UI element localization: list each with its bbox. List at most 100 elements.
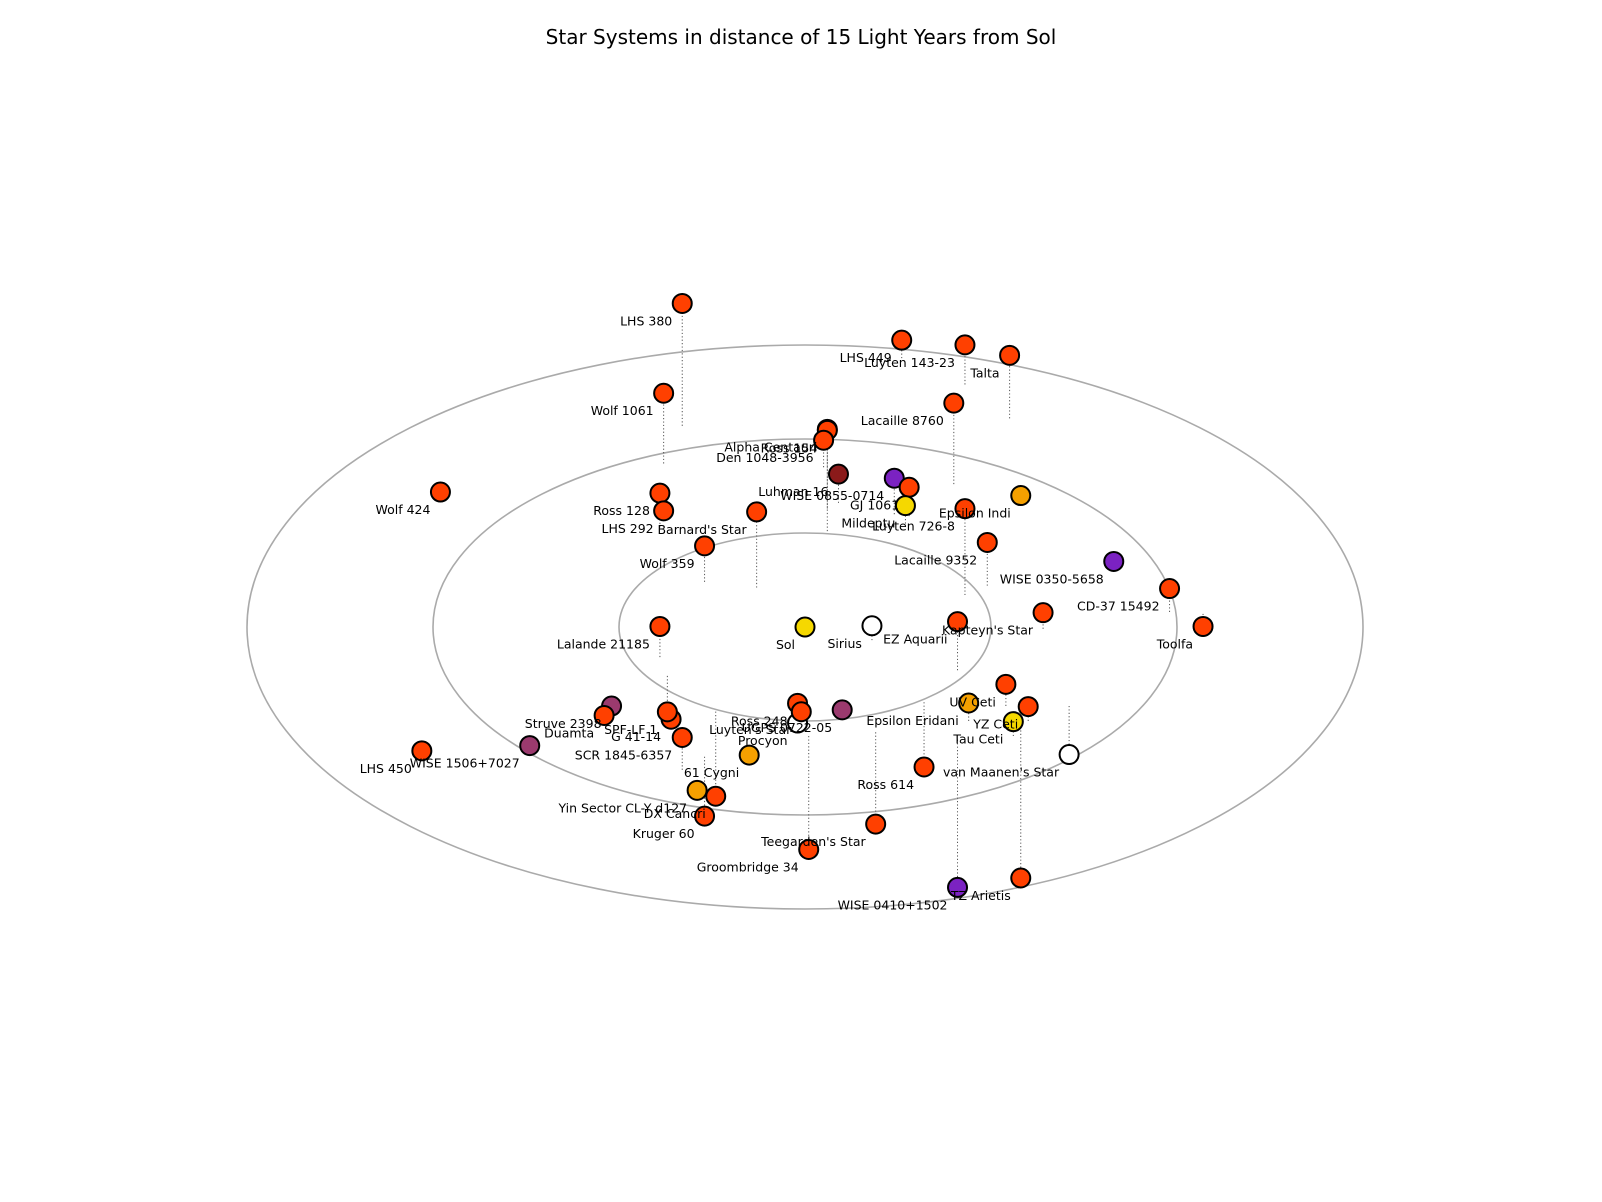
- star-ross-614: [913, 756, 935, 778]
- star-wolf-424: [429, 481, 451, 503]
- label-groombridge-34: Groombridge 34: [697, 859, 799, 874]
- star-groombridge-34: [798, 838, 820, 860]
- label-wise-0855-0714: WISE 0855-0714: [780, 488, 884, 503]
- star-wolf-359: [694, 535, 716, 557]
- label-ross-128: Ross 128: [593, 503, 650, 518]
- star-spf-lf-1: [656, 701, 678, 723]
- star-wise-0410-1502: [947, 876, 969, 898]
- star-talta: [999, 344, 1021, 366]
- label-g-41-14: G 41-14: [611, 729, 661, 744]
- star-duamta: [593, 704, 615, 726]
- star-luyten-143-23: [954, 334, 976, 356]
- label-den-1048-3956: Den 1048-3956: [716, 450, 813, 465]
- height-stems: [421, 303, 1204, 888]
- star-kapteyn-s-star: [1032, 602, 1054, 624]
- star-yz-ceti: [1017, 696, 1039, 718]
- label-van-maanen-s-star: van Maanen's Star: [943, 765, 1060, 780]
- star-barnard-s-star: [746, 501, 768, 523]
- star-lalande-21185: [649, 615, 671, 637]
- label-yz-ceti: YZ Ceti: [972, 717, 1018, 732]
- label-tau-ceti: Tau Ceti: [952, 732, 1003, 747]
- label-epsilon-eridani: Epsilon Eridani: [866, 713, 958, 728]
- star-epsilon-eridani: [958, 692, 980, 714]
- label-uv-ceti: UV Ceti: [949, 694, 995, 709]
- label-luyten-s-star: Luyten's Star: [709, 722, 792, 737]
- label-lacaille-8760: Lacaille 8760: [861, 413, 944, 428]
- label-lalande-21185: Lalande 21185: [557, 636, 650, 651]
- star-wise-1506-7027: [519, 735, 541, 757]
- star-uv-ceti: [995, 673, 1017, 695]
- star-mildeptu: [894, 495, 916, 517]
- star-61-cygni: [738, 744, 760, 766]
- label-scr-1845-6357: SCR 1845-6357: [575, 747, 672, 762]
- star-lacaille-8760: [943, 392, 965, 414]
- label-61-cygni: 61 Cygni: [684, 765, 739, 780]
- label-ross-248: Ross 248: [731, 713, 788, 728]
- label-kapteyn-s-star: Kapteyn's Star: [942, 623, 1034, 638]
- star-van-maanen-s-star: [1058, 744, 1080, 766]
- star-wise-0350-5658: [1103, 550, 1125, 572]
- label-dx-cancri: DX Cancri: [644, 806, 706, 821]
- label-toolfa: Toolfa: [1156, 636, 1193, 651]
- star-lhs-380: [671, 292, 693, 314]
- star-cd-37-15492: [1159, 578, 1181, 600]
- star-tau-ceti: [1002, 711, 1024, 733]
- label-struve-2398: Struve 2398: [525, 716, 602, 731]
- label-lhs-292: LHS 292: [601, 521, 653, 536]
- star-den-1048-3956: [813, 429, 835, 451]
- star-ross-128: [649, 482, 671, 504]
- star-luyten-s-star: [790, 701, 812, 723]
- label-wolf-1061: Wolf 1061: [591, 403, 654, 418]
- label-cd-37-15492: CD-37 15492: [1077, 599, 1160, 614]
- label-wolf-424: Wolf 424: [375, 502, 430, 517]
- label-wolf-359: Wolf 359: [640, 556, 695, 571]
- label-lhs-449: LHS 449: [840, 350, 892, 365]
- label-mildeptu: Mildeptu: [841, 516, 895, 531]
- label-teegarden-s-star: Teegarden's Star: [760, 834, 866, 849]
- star-markers: [411, 292, 1214, 898]
- label-lhs-450: LHS 450: [360, 761, 412, 776]
- star-teegarden-s-star: [865, 813, 887, 835]
- label-lacaille-9352: Lacaille 9352: [894, 552, 977, 567]
- label-procyon: Procyon: [738, 733, 788, 748]
- ring-10-ly: [432, 438, 1178, 816]
- label-sol: Sol: [776, 637, 795, 652]
- label-gj-1061: GJ 1061: [850, 497, 899, 512]
- label-barnard-s-star: Barnard's Star: [657, 522, 747, 537]
- label-ross-614: Ross 614: [857, 777, 914, 792]
- star-lacaille-9352: [976, 531, 998, 553]
- label-tz-arietis: TZ Arietis: [950, 888, 1011, 903]
- label-wise-0410-1502: WISE 0410+1502: [838, 897, 948, 912]
- star-lhs-449: [891, 329, 913, 351]
- label-ez-aquarii: EZ Aquarii: [883, 632, 947, 647]
- label-yin-sector-cl-y-d127: Yin Sector CL-Y d127: [557, 800, 687, 815]
- label-epsilon-indi: Epsilon Indi: [939, 506, 1011, 521]
- star-ez-aquarii: [947, 611, 969, 633]
- label-sirius: Sirius: [827, 636, 861, 651]
- star-luhman-16: [827, 463, 849, 485]
- star-gj-1061: [898, 476, 920, 498]
- label-ross-154: Ross 154: [761, 440, 818, 455]
- star-sol: [794, 616, 816, 638]
- label-wise-0350-5658: WISE 0350-5658: [1000, 571, 1104, 586]
- star-luyten-726-8: [954, 498, 976, 520]
- label-duamta: Duamta: [544, 725, 594, 740]
- ring-15-ly: [246, 344, 1364, 910]
- star-dx-cancri: [705, 785, 727, 807]
- label-alpha-centauri: Alpha Centauri: [724, 439, 817, 454]
- star-yin-sector-cl-y-d127: [686, 779, 708, 801]
- star-epsilon-indi: [1010, 485, 1032, 507]
- star-sirius: [861, 615, 883, 637]
- star-ugps-0722-05: [831, 699, 853, 721]
- label-talta: Talta: [969, 365, 999, 380]
- label-luyten-143-23: Luyten 143-23: [864, 355, 955, 370]
- star-wolf-1061: [653, 382, 675, 404]
- label-wise-1506-7027: WISE 1506+7027: [410, 756, 520, 771]
- label-luhman-16: Luhman 16: [758, 484, 828, 499]
- label-ugps-0722-05: UGPS 0722-05: [742, 720, 833, 735]
- label-luyten-726-8: Luyten 726-8: [872, 519, 955, 534]
- chart-title: Star Systems in distance of 15 Light Yea…: [546, 25, 1057, 49]
- label-spf-lf-1: SPF-LF 1: [604, 722, 657, 737]
